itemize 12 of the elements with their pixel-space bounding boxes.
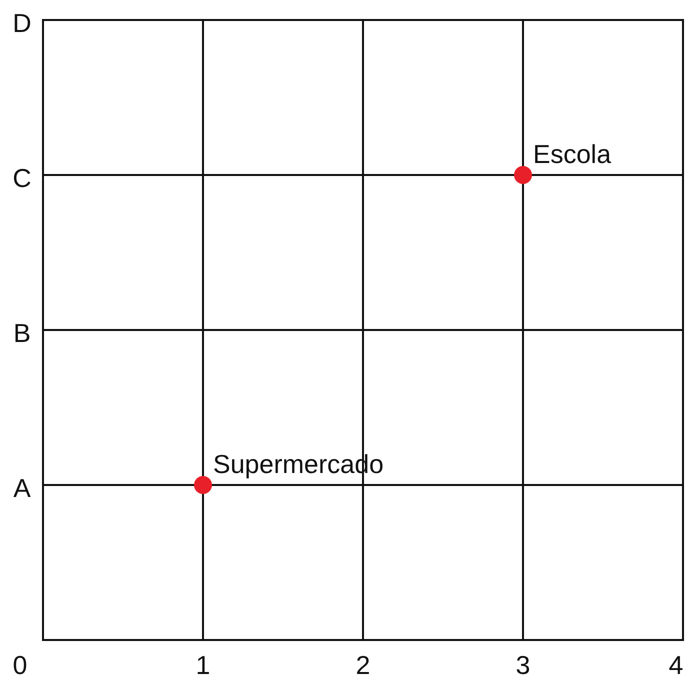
axis-label: B bbox=[13, 320, 31, 346]
axis-label: 1 bbox=[196, 652, 210, 678]
axis-label: 0 bbox=[12, 652, 28, 678]
axis-label: C bbox=[12, 165, 32, 191]
axis-label: D bbox=[12, 10, 32, 36]
axis-label: A bbox=[13, 475, 31, 501]
axis-label: 2 bbox=[356, 652, 370, 678]
location-dot bbox=[194, 476, 212, 494]
place-label: Escola bbox=[533, 141, 612, 167]
location-dot bbox=[514, 166, 532, 184]
axis-label: 4 bbox=[668, 652, 684, 678]
axis-label: 3 bbox=[516, 652, 530, 678]
